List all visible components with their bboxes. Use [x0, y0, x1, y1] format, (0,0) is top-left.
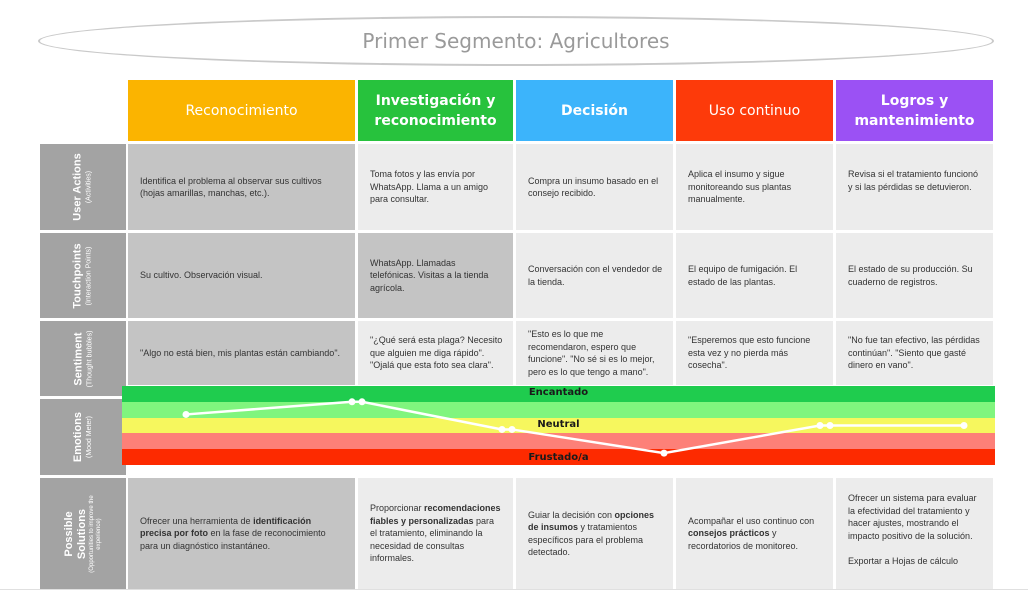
- stage-header-investigacion: Investigación y reconocimiento: [358, 80, 513, 141]
- mood-point-1: [182, 410, 190, 418]
- mood-band-negative: [122, 433, 995, 449]
- solution-cell-3: Guiar la decisión con opciones de insumo…: [516, 478, 673, 589]
- solution-cell-4: Acompañar el uso continuo con consejos p…: [676, 478, 833, 589]
- mood-label-encantado: Encantado: [528, 387, 589, 398]
- solution-cell-1: Ofrecer una herramienta de identificació…: [128, 478, 355, 589]
- row-label-user-actions: User Actions(Activities): [40, 144, 126, 230]
- mood-point-3: [358, 398, 366, 406]
- segment-title: Primer Segmento: Agricultores: [38, 16, 994, 66]
- mood-point-5: [508, 425, 516, 433]
- stage-header-decision: Decisión: [516, 80, 673, 141]
- touchpoint-cell-2: WhatsApp. Llamadas telefónicas. Visitas …: [358, 233, 513, 318]
- mood-point-7: [816, 422, 824, 429]
- sentiment-cell-4: "Esperemos que esto funcione esta vez y …: [676, 321, 833, 385]
- sentiment-cell-1: "Algo no está bien, mis plantas están ca…: [128, 321, 355, 385]
- touchpoint-cell-4: El equipo de fumigación. El estado de la…: [676, 233, 833, 318]
- stage-header-reconocimiento: Reconocimiento: [128, 80, 355, 141]
- mood-point-9: [960, 422, 968, 429]
- mood-point-6: [660, 449, 668, 457]
- row-label-emotions: Emotions(Mood Meter): [40, 399, 126, 475]
- mood-point-2: [348, 398, 356, 406]
- user-action-cell-4: Aplica el insumo y sigue monitoreando su…: [676, 144, 833, 230]
- mood-band-encantado: [122, 386, 995, 402]
- mood-line: [185, 400, 964, 455]
- row-label-touchpoints: Touchpoints(Interaction Points): [40, 233, 126, 318]
- touchpoint-cell-3: Conversación con el vendedor de la tiend…: [516, 233, 673, 318]
- user-action-cell-2: Toma fotos y las envía por WhatsApp. Lla…: [358, 144, 513, 230]
- sentiment-cell-3: "Esto es lo que me recomendaron, espero …: [516, 321, 673, 385]
- sentiment-cell-2: "¿Qué será esta plaga? Necesito que algu…: [358, 321, 513, 385]
- row-label-solutions: Possible Solutions(Opportunities to impr…: [40, 478, 126, 589]
- solution-cell-5: Ofrecer un sistema para evaluar la efect…: [836, 478, 993, 589]
- mood-band-neutral: [122, 418, 995, 433]
- stage-header-uso-continuo: Uso continuo: [676, 80, 833, 141]
- mood-label-neutral: Neutral: [537, 419, 580, 430]
- solution-cell-2: Proporcionar recomendaciones fiables y p…: [358, 478, 513, 589]
- mood-band-frustrado: [122, 449, 995, 465]
- stage-header-logros: Logros y mantenimiento: [836, 80, 993, 141]
- user-action-cell-5: Revisa si el tratamiento funcionó y si l…: [836, 144, 993, 230]
- sentiment-cell-5: "No fue tan efectivo, las pérdidas conti…: [836, 321, 993, 385]
- bottom-divider: [0, 589, 1028, 590]
- mood-band-positive: [122, 402, 995, 418]
- row-label-sentiment: Sentiment(Thought bubbles): [40, 321, 126, 396]
- mood-point-8: [826, 422, 834, 429]
- user-action-cell-3: Compra un insumo basado en el consejo re…: [516, 144, 673, 230]
- touchpoint-cell-1: Su cultivo. Observación visual.: [128, 233, 355, 318]
- user-action-cell-1: Identifica el problema al observar sus c…: [128, 144, 355, 230]
- export-sheets-link[interactable]: Exportar a Hojas de cálculo: [848, 555, 959, 566]
- mood-label-frustrado: Frustado/a: [528, 452, 589, 463]
- touchpoint-cell-5: El estado de su producción. Su cuaderno …: [836, 233, 993, 318]
- mood-point-4: [498, 425, 506, 433]
